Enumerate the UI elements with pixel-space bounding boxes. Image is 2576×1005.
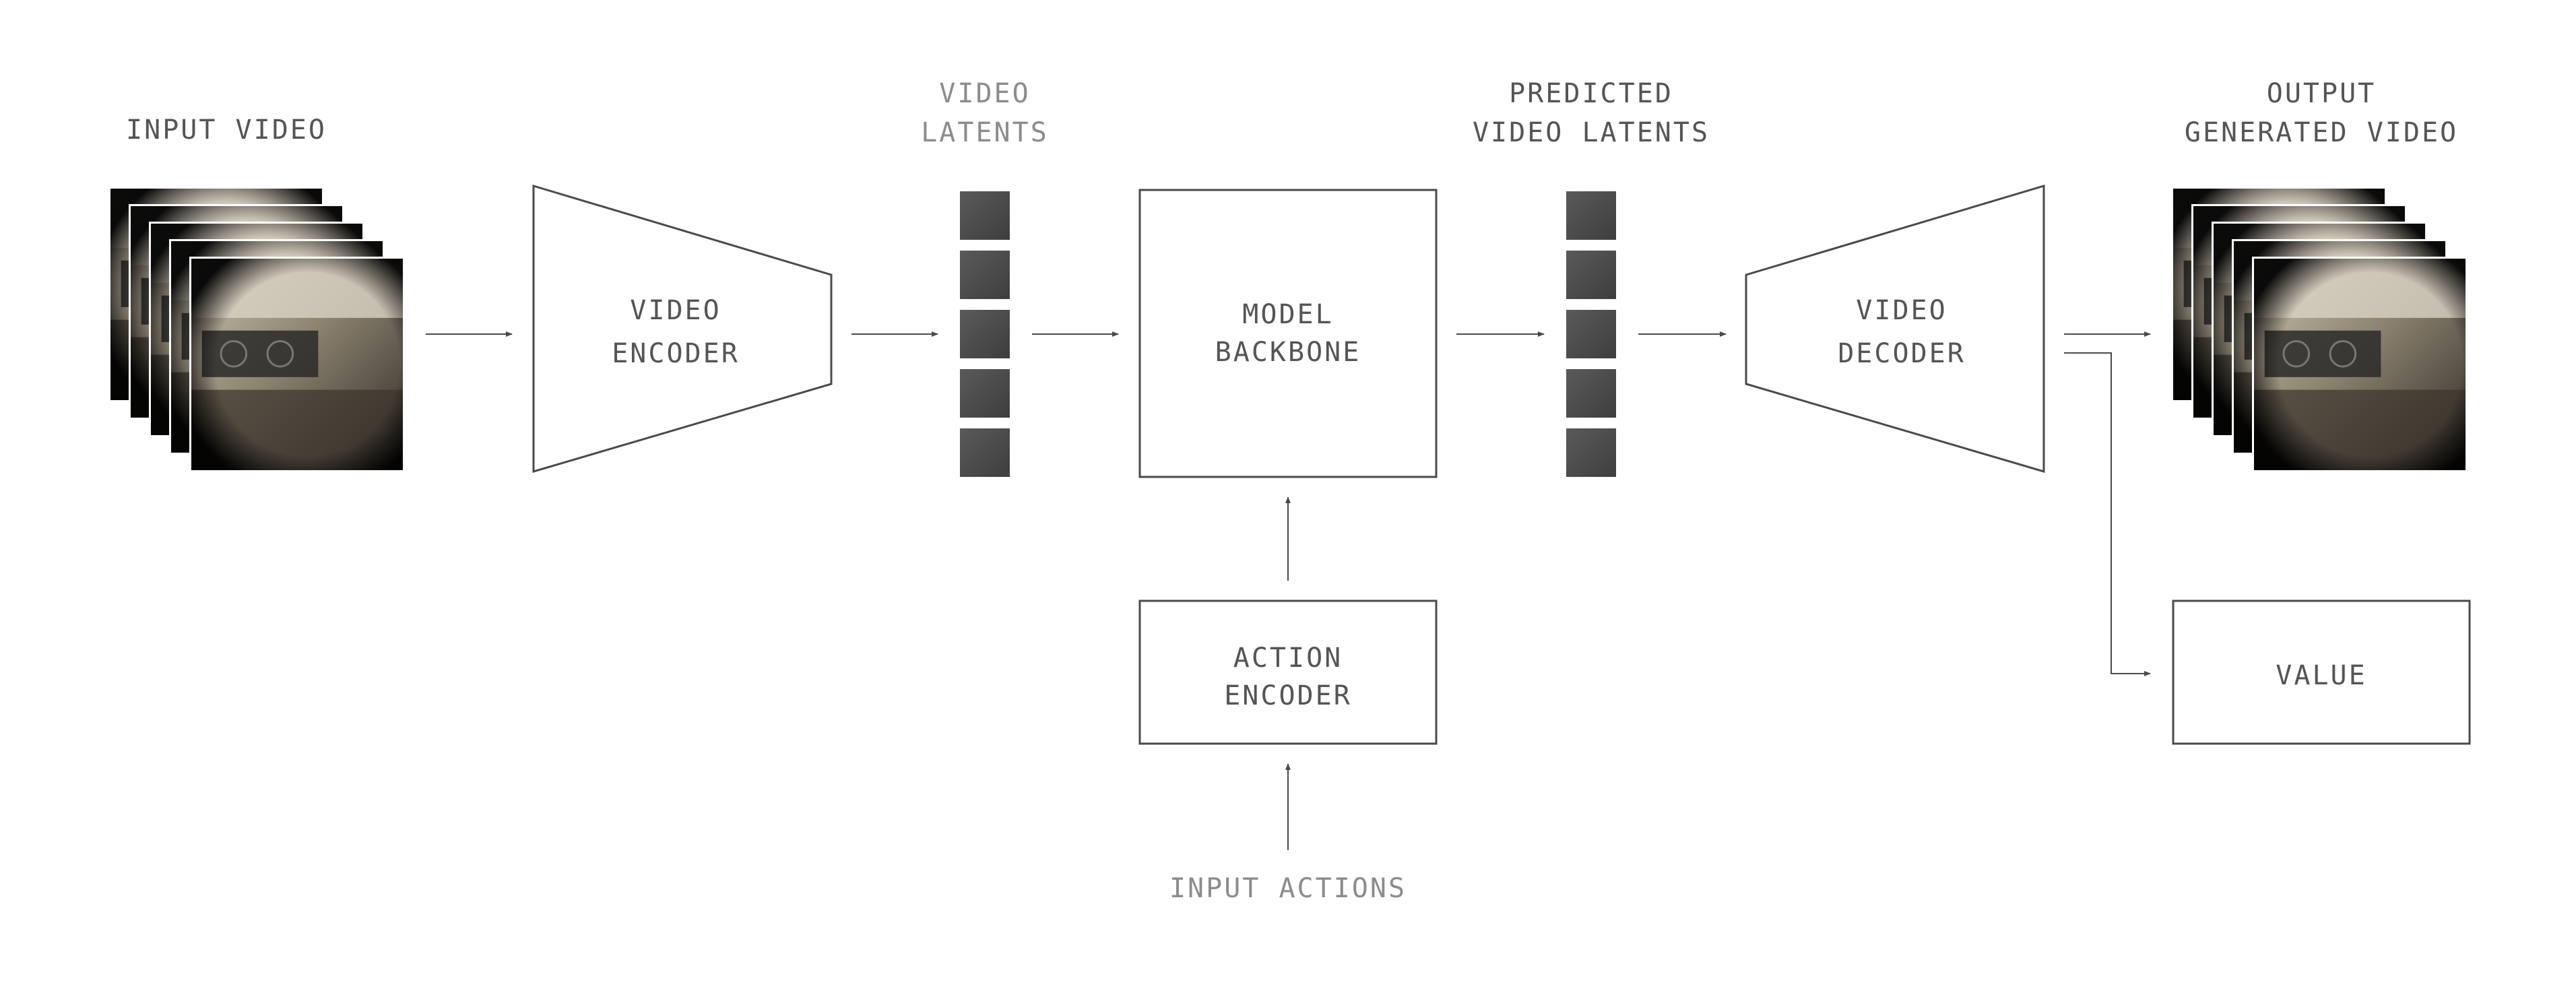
predicted-latent-blocks <box>1566 191 1616 477</box>
action-encoder-label-line1: ACTION <box>1233 643 1343 674</box>
video-decoder-trapezoid <box>1745 184 2045 474</box>
predicted-latent-block <box>1566 310 1616 358</box>
action-encoder-label-line2: ENCODER <box>1224 680 1352 711</box>
video-decoder-label-line1: VIDEO <box>1856 295 1947 326</box>
value-label: VALUE <box>2276 660 2366 691</box>
value-block: VALUE <box>2172 599 2471 745</box>
video-latent-block <box>960 310 1010 358</box>
predicted-latent-block <box>1566 428 1616 477</box>
input-video-group: INPUT VIDEO <box>108 115 405 472</box>
video-encoder-label-line1: VIDEO <box>630 295 721 326</box>
input-video-frames <box>108 187 405 472</box>
video-latent-block <box>960 428 1010 477</box>
output-video-frames <box>2171 187 2468 472</box>
video-encoder-trapezoid <box>532 184 833 474</box>
output-video-group: OUTPUT GENERATED VIDEO <box>2171 78 2468 472</box>
action-encoder: ACTION ENCODER <box>1138 599 1438 745</box>
video-latent-block <box>960 369 1010 418</box>
input-video-frame <box>189 257 405 472</box>
video-latents: VIDEO LATENTS <box>921 78 1049 477</box>
video-latents-label-line2: LATENTS <box>921 117 1049 148</box>
video-latents-label-line1: VIDEO <box>939 78 1030 109</box>
input-actions-label: INPUT ACTIONS <box>1169 873 1407 904</box>
output-video-label-line1: OUTPUT <box>2267 78 2377 109</box>
predicted-latent-block <box>1566 251 1616 299</box>
video-decoder-label-line2: DECODER <box>1838 338 1966 369</box>
model-backbone-box <box>1138 189 1438 478</box>
video-encoder-label-line2: ENCODER <box>612 338 740 369</box>
predicted-latent-block <box>1566 191 1616 240</box>
predicted-latents-label-line1: PREDICTED <box>1509 78 1673 109</box>
video-encoder: VIDEO ENCODER <box>532 184 833 474</box>
predicted-latent-block <box>1566 369 1616 418</box>
video-decoder: VIDEO DECODER <box>1745 184 2045 474</box>
output-video-frame <box>2252 257 2468 472</box>
model-backbone-label-line2: BACKBONE <box>1215 337 1361 368</box>
video-latent-blocks <box>960 191 1010 477</box>
model-backbone: MODEL BACKBONE <box>1138 189 1438 478</box>
video-latent-block <box>960 191 1010 240</box>
video-latent-block <box>960 251 1010 299</box>
arrow-decoder-to-value <box>2064 352 2151 676</box>
input-video-label: INPUT VIDEO <box>126 115 327 145</box>
model-backbone-label-line1: MODEL <box>1242 299 1333 330</box>
predicted-video-latents: PREDICTED VIDEO LATENTS <box>1473 78 1710 477</box>
predicted-latents-label-line2: VIDEO LATENTS <box>1473 117 1710 148</box>
value-box <box>2172 599 2471 745</box>
output-video-label-line2: GENERATED VIDEO <box>2185 117 2458 148</box>
action-encoder-box <box>1138 599 1438 745</box>
